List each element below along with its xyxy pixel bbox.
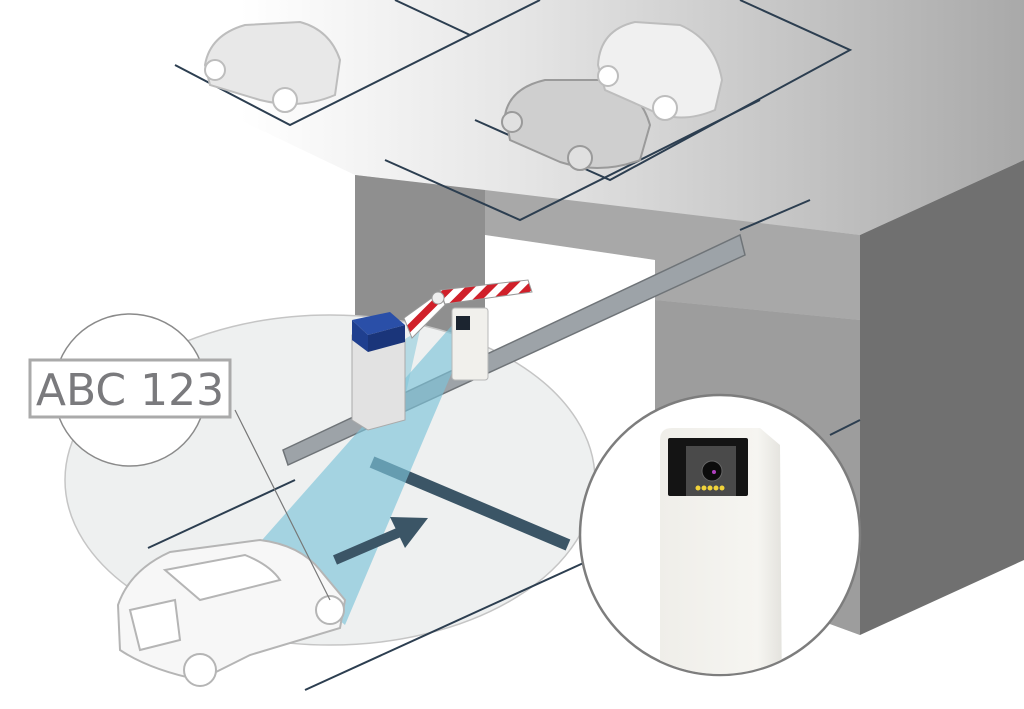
parked-car bbox=[596, 20, 724, 121]
camera-beam bbox=[255, 322, 470, 625]
road-lines bbox=[147, 419, 861, 691]
ir-leds bbox=[695, 485, 725, 491]
camera-lens-icon bbox=[701, 460, 723, 482]
building-block bbox=[860, 160, 1024, 635]
lpr-camera-post bbox=[451, 307, 489, 381]
barrier-arm bbox=[403, 279, 533, 339]
parked-car bbox=[203, 20, 342, 113]
license-plate bbox=[28, 358, 232, 419]
parked-car bbox=[501, 79, 652, 171]
plate-callout: ABC 123 bbox=[28, 313, 331, 601]
license-plate-text: ABC 123 bbox=[36, 365, 224, 416]
entering-car bbox=[116, 538, 347, 687]
camera-zoom-callout bbox=[578, 393, 862, 677]
barrier-kiosk bbox=[351, 312, 406, 431]
direction-arrow bbox=[333, 517, 428, 565]
